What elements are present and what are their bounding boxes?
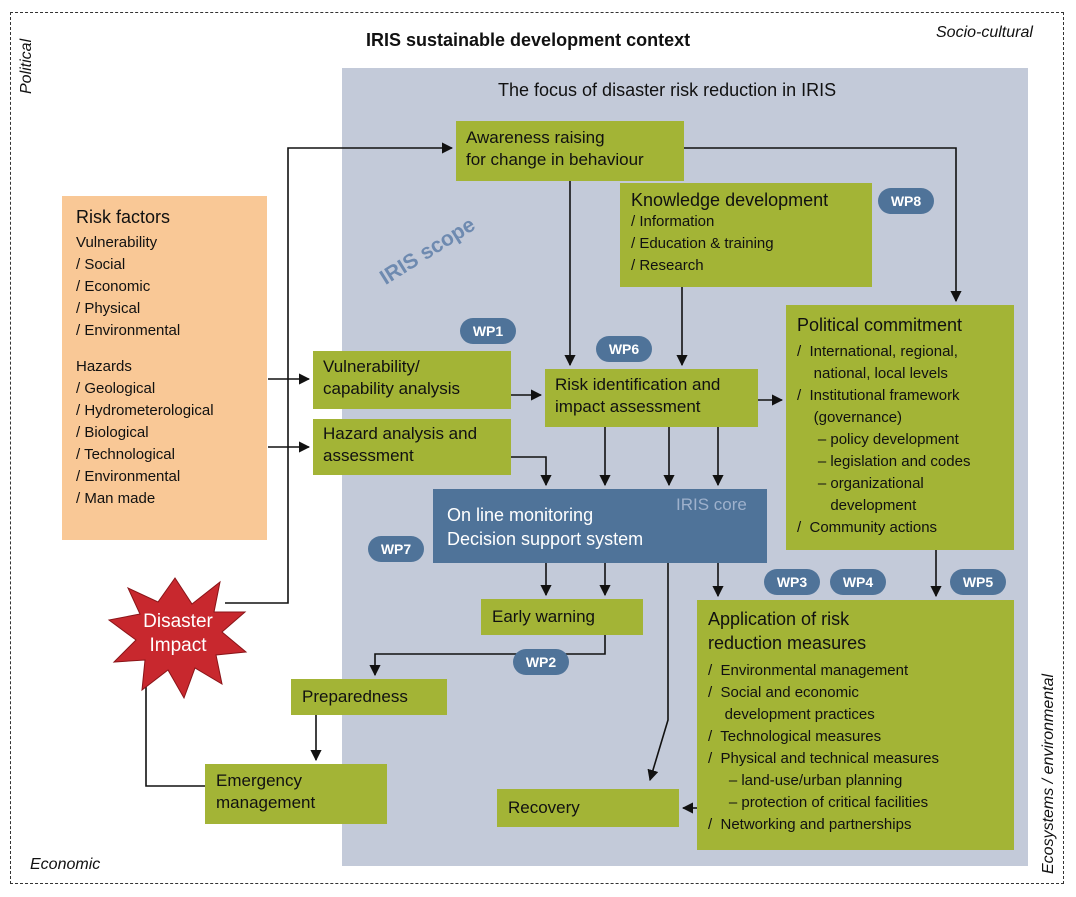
political-item: / International, regional, bbox=[797, 343, 958, 360]
wp8-badge: WP8 bbox=[878, 188, 934, 214]
vulnerability-item: / Economic bbox=[76, 278, 151, 295]
wp6-badge: WP6 bbox=[596, 336, 652, 362]
disaster-line: Impact bbox=[149, 635, 207, 656]
monitoring-line: Decision support system bbox=[447, 529, 644, 549]
application-measures-box: Application of risk reduction measures /… bbox=[697, 600, 1014, 850]
recovery-box: Recovery bbox=[497, 789, 679, 827]
vulnerability-analysis-line: Vulnerability/ bbox=[323, 357, 420, 376]
vulnerability-heading: Vulnerability bbox=[76, 234, 158, 251]
vulnerability-analysis-line: capability analysis bbox=[323, 379, 461, 398]
political-item: (governance) bbox=[797, 409, 903, 426]
political-item: / Institutional framework bbox=[797, 387, 960, 404]
connector-emergency-to-disaster bbox=[145, 668, 205, 787]
wp5-badge: WP5 bbox=[950, 569, 1006, 595]
awareness-raising-box: Awareness raising for change in behaviou… bbox=[456, 121, 684, 181]
political-item: – organizational bbox=[797, 475, 924, 492]
disaster-line: Disaster bbox=[143, 611, 213, 632]
hazard-analysis-line: Hazard analysis and bbox=[323, 424, 478, 443]
political-commitment-box: Political commitment / International, re… bbox=[786, 305, 1014, 550]
early-warning-label: Early warning bbox=[492, 607, 595, 626]
knowledge-item: / Research bbox=[631, 257, 704, 274]
monitoring-core-box: On line monitoring Decision support syst… bbox=[433, 489, 767, 563]
wp3-badge: WP3 bbox=[764, 569, 820, 595]
application-item: / Social and economic bbox=[708, 684, 859, 701]
hazard-item: / Geological bbox=[76, 380, 156, 397]
application-item: – land-use/urban planning bbox=[708, 772, 903, 789]
application-item: development practices bbox=[708, 706, 875, 723]
hazards-heading: Hazards bbox=[76, 358, 132, 375]
application-heading: reduction measures bbox=[708, 633, 867, 653]
knowledge-item: / Information bbox=[631, 213, 715, 230]
political-item: development bbox=[797, 497, 917, 514]
application-heading: Application of risk bbox=[708, 609, 850, 629]
hazard-item: / Technological bbox=[76, 446, 175, 463]
application-item: / Environmental management bbox=[708, 662, 909, 679]
hazard-item: / Biological bbox=[76, 424, 149, 441]
risk-identification-line: Risk identification and bbox=[555, 375, 721, 394]
disaster-impact-label: Disaster Impact bbox=[138, 610, 218, 658]
knowledge-item: / Education & training bbox=[631, 235, 774, 252]
application-item: / Physical and technical measures bbox=[708, 750, 939, 767]
wp4-badge: WP4 bbox=[830, 569, 886, 595]
hazard-analysis-box: Hazard analysis and assessment bbox=[313, 419, 511, 475]
vulnerability-item: / Environmental bbox=[76, 322, 181, 339]
context-economic: Economic bbox=[30, 856, 101, 873]
disaster-impact-star bbox=[107, 577, 248, 700]
knowledge-development-box: Knowledge development / Information / Ed… bbox=[620, 183, 872, 287]
context-socio-cultural: Socio-cultural bbox=[936, 24, 1033, 41]
connector-disaster-to-awareness bbox=[225, 142, 454, 604]
risk-factors-box: Risk factors Vulnerability / Social / Ec… bbox=[62, 196, 267, 540]
vulnerability-analysis-box: Vulnerability/ capability analysis bbox=[313, 351, 511, 409]
connector-earlywarning-to-preparedness bbox=[369, 635, 606, 677]
application-item: – protection of critical facilities bbox=[708, 794, 929, 811]
wp1-badge: WP1 bbox=[460, 318, 516, 344]
awareness-line: Awareness raising bbox=[466, 128, 605, 147]
knowledge-heading: Knowledge development bbox=[631, 190, 829, 210]
hazard-item: / Environmental bbox=[76, 468, 181, 485]
connector-awareness-to-political bbox=[684, 147, 962, 303]
awareness-line: for change in behaviour bbox=[466, 150, 644, 169]
wp2-badge: WP2 bbox=[513, 649, 569, 675]
iris-core-label: IRIS core bbox=[676, 495, 747, 514]
political-item: / Community actions bbox=[797, 519, 938, 536]
emergency-management-box: Emergency management bbox=[205, 764, 387, 824]
preparedness-box: Preparedness bbox=[291, 679, 447, 715]
application-item: / Networking and partnerships bbox=[708, 816, 912, 833]
risk-identification-box: Risk identification and impact assessmen… bbox=[545, 369, 758, 427]
hazard-item: / Man made bbox=[76, 490, 156, 507]
hazard-analysis-line: assessment bbox=[323, 446, 414, 465]
connector-core-to-recovery bbox=[647, 563, 669, 782]
vulnerability-item: / Physical bbox=[76, 300, 141, 317]
emergency-line: Emergency bbox=[216, 771, 302, 790]
early-warning-box: Early warning bbox=[481, 599, 643, 635]
diagram-title: IRIS sustainable development context bbox=[366, 30, 691, 50]
wp7-badge: WP7 bbox=[368, 536, 424, 562]
risk-identification-line: impact assessment bbox=[555, 397, 701, 416]
application-item: / Technological measures bbox=[708, 728, 882, 745]
monitoring-line: On line monitoring bbox=[447, 505, 594, 525]
political-item: – policy development bbox=[797, 431, 959, 448]
political-item: – legislation and codes bbox=[797, 453, 971, 470]
political-heading: Political commitment bbox=[797, 315, 963, 335]
preparedness-label: Preparedness bbox=[302, 687, 408, 706]
context-frame bbox=[10, 12, 1064, 884]
recovery-label: Recovery bbox=[508, 798, 580, 817]
focus-title: The focus of disaster risk reduction in … bbox=[498, 80, 837, 100]
emergency-line: management bbox=[216, 793, 316, 812]
vulnerability-item: / Social bbox=[76, 256, 126, 273]
political-item: national, local levels bbox=[797, 365, 948, 382]
connector-hazardanalysis-to-core bbox=[511, 456, 552, 487]
risk-factors-heading: Risk factors bbox=[76, 207, 171, 227]
hazard-item: / Hydrometerological bbox=[76, 402, 214, 419]
